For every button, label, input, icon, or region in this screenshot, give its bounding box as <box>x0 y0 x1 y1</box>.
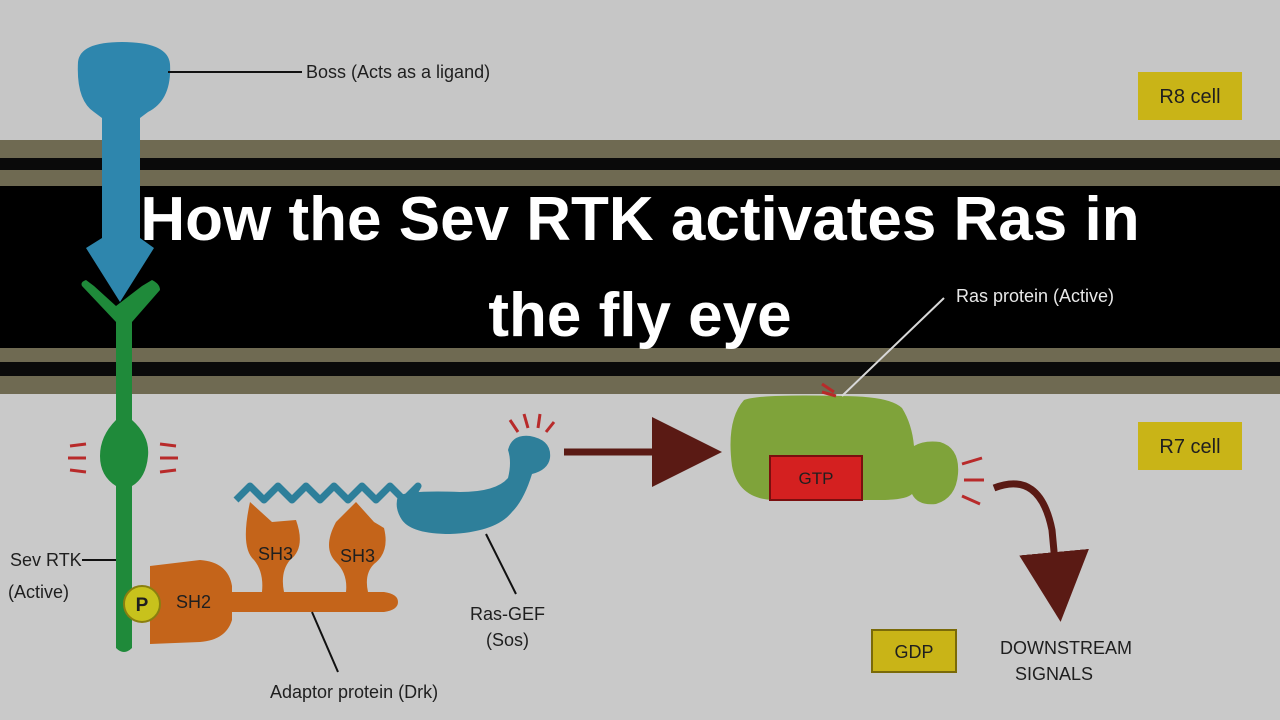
r7-cell-badge <box>1138 422 1242 470</box>
gtp-label: GTP <box>799 469 834 488</box>
r7-membrane <box>0 348 1280 394</box>
sh3-left-label: SH3 <box>258 544 293 564</box>
ras-pointer-line <box>841 297 945 397</box>
boss-label: Boss (Acts as a ligand) <box>306 62 490 82</box>
gdp-box <box>871 629 957 673</box>
gdp-label: GDP <box>894 642 933 662</box>
title-line-1: How the Sev RTK activates Ras in <box>140 185 1139 254</box>
adaptor-protein <box>150 502 398 644</box>
phosphate-circle <box>123 585 161 623</box>
ras-gef-protein <box>396 435 551 534</box>
sh3-right-label: SH3 <box>340 546 375 566</box>
ras-gef-label: Ras-GEF <box>470 604 545 624</box>
r8-cell-badge <box>1138 72 1242 120</box>
sev-rtk-active-label: (Active) <box>8 582 69 602</box>
boss-ligand <box>77 42 171 302</box>
title-line-2: the fly eye <box>488 281 791 350</box>
phosphate-label: P <box>136 595 149 616</box>
signals-label: SIGNALS <box>1015 664 1093 684</box>
adaptor-pointer-line <box>311 611 339 673</box>
ras-activation-marks <box>821 382 984 506</box>
ras-gef-pointer-line <box>485 533 517 595</box>
r8-cell-label: R8 cell <box>1159 86 1220 108</box>
r8-membrane <box>0 140 1280 188</box>
downstream-arrow <box>992 480 1089 622</box>
extracellular-background <box>0 0 1280 150</box>
sh3-left-domain <box>245 502 300 592</box>
title-banner <box>0 186 1280 350</box>
sh2-label: SH2 <box>176 592 211 612</box>
sev-rtk-label: Sev RTK <box>10 550 82 570</box>
adaptor-linker <box>233 482 422 504</box>
sev-activation-marks <box>68 442 178 474</box>
sh3-right-domain <box>329 502 386 592</box>
downstream-label: DOWNSTREAM <box>1000 638 1132 658</box>
sev-rtk-receptor <box>81 280 160 652</box>
ras-gef-activation-marks <box>508 413 556 433</box>
ras-active-label: Ras protein (Active) <box>956 286 1114 306</box>
ras-gef-sos-label: (Sos) <box>486 630 529 650</box>
r7-cell-label: R7 cell <box>1159 436 1220 458</box>
gtp-box <box>769 455 863 501</box>
adaptor-label: Adaptor protein (Drk) <box>270 682 438 702</box>
